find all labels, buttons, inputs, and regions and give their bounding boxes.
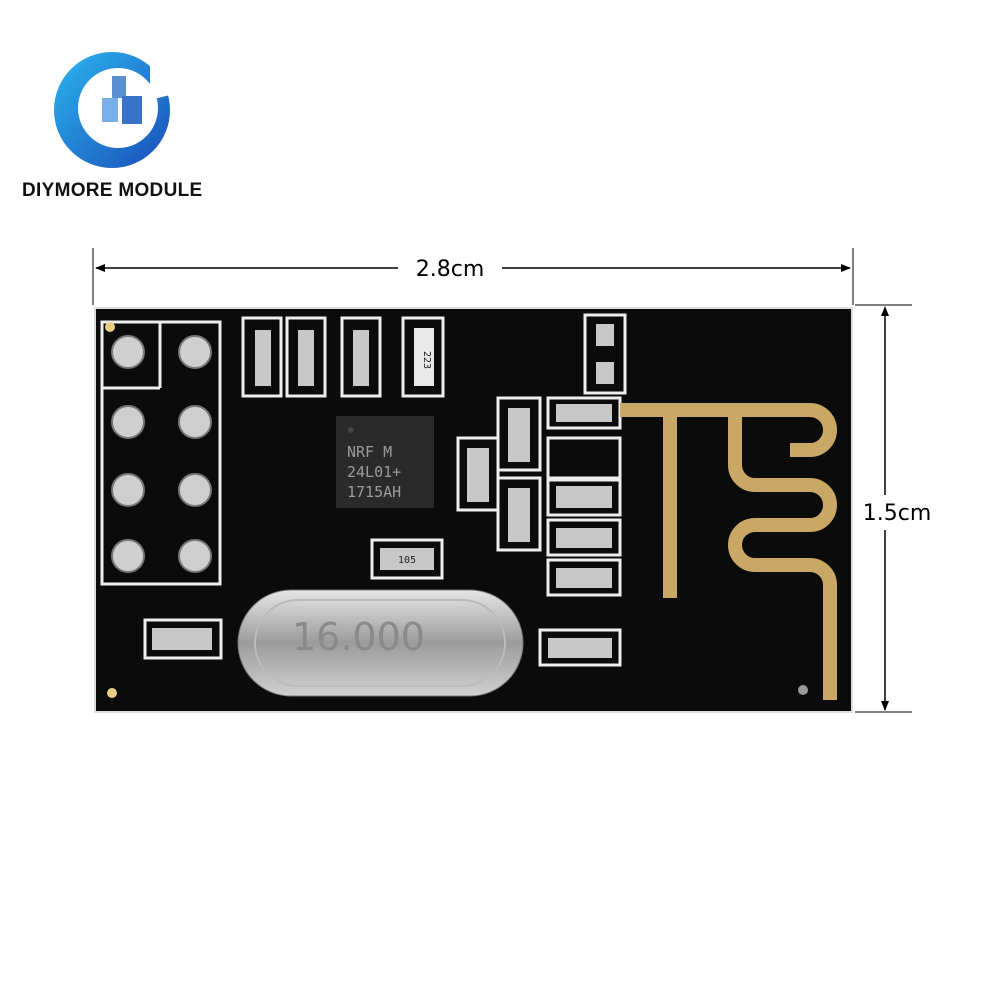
height-label: 1.5cm [863,501,932,526]
brand-name: DIYMORE MODULE [22,180,203,201]
header-pins [111,335,212,573]
pcb-board: 223 105 NRF M 24L01+ 1715AH 16.000 [94,307,853,713]
resistor-label-105: 105 [398,555,416,566]
pcb-antenna [620,403,837,700]
svg-text:16.000: 16.000 [292,615,425,659]
width-dimension: 2.8cm [92,248,854,305]
crystal-oscillator: 16.000 [237,589,524,697]
svg-text:NRF M: NRF M [347,443,392,461]
diymore-logo-icon [54,52,170,168]
height-dimension: 1.5cm [855,304,932,713]
nrf24l01-chip: NRF M 24L01+ 1715AH [336,416,434,508]
svg-text:1715AH: 1715AH [347,483,401,501]
resistor-label-223: 223 [421,351,432,369]
width-label: 2.8cm [416,257,485,282]
svg-text:24L01+: 24L01+ [347,463,401,481]
